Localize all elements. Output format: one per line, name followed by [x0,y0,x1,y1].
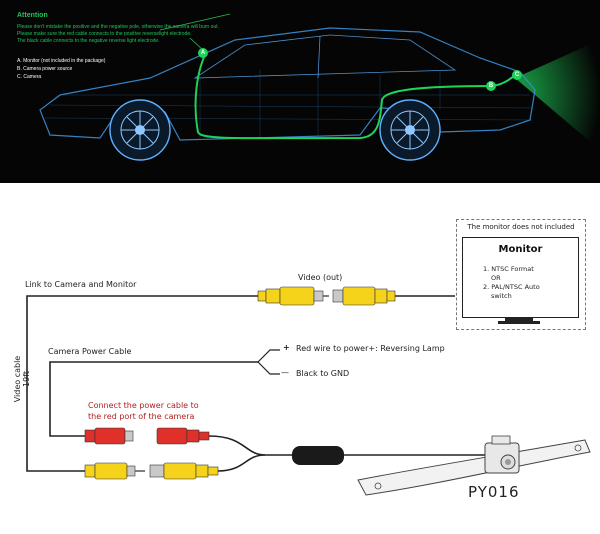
link-label: Link to Camera and Monitor [25,280,137,289]
car-illustration-panel: Attention Please don't mistake the posit… [0,0,600,183]
cable-junction-box [292,446,344,465]
video-cable-label: Video cable 19ft [13,355,31,403]
monitor-note: The monitor does not included [467,223,575,231]
power-cable [49,361,258,437]
license-plate-camera [357,435,591,496]
marker-b: B [486,81,496,91]
monitor-option-1: 1. NTSC Format [483,265,534,273]
connect-note-line-1: Connect the power cable to [88,401,199,410]
video-connector-female [332,286,396,306]
camera-beam [515,40,600,150]
yellow-video-plug-left [84,462,145,480]
monitor-option-2-cont: switch [491,292,512,300]
minus-sign: — [281,368,289,377]
connect-note-line-2: the red port of the camera [88,412,195,421]
marker-a: A [198,48,208,58]
power-cable-label: Camera Power Cable [48,347,132,356]
video-connector-male [257,286,329,306]
video-cable-19ft [26,295,258,472]
red-power-port-right [156,427,210,445]
monitor-title: Monitor [498,244,543,255]
marker-c: C [512,70,522,80]
car-wireframe [39,13,600,161]
attention-title: Attention [17,12,48,19]
wiring-diagram [26,286,591,496]
legend-item-c: C. Camera [17,74,42,80]
attention-line-3: The black cable connects to the negative… [17,38,160,44]
video-out-label: Video (out) [298,273,343,282]
rear-wheel [379,99,441,161]
monitor-screen: Monitor 1. NTSC Format OR 2. PAL/NTSC Au… [462,237,579,318]
black-wire-label: Black to GND [296,369,350,378]
legend-item-a: A. Monitor (not included in the package) [17,58,106,64]
monitor-option-2: 2. PAL/NTSC Auto [483,283,540,291]
legend-item-b: B. Camera power source [17,66,73,72]
front-wheel [109,99,171,161]
attention-line-1: Please don't mistake the positive and th… [17,24,219,30]
monitor-option-or: OR [491,274,501,282]
yellow-video-port-right [149,462,219,480]
plus-sign: + [283,343,290,352]
red-power-plug-left [84,427,134,445]
model-name: PY016 [468,483,520,501]
red-wire-label: Red wire to power+: Reversing Lamp [296,344,445,353]
monitor-stand [505,317,533,321]
monitor-box: The monitor does not included Monitor 1.… [456,219,586,330]
monitor-stand-base [498,321,540,324]
cable-route [194,54,517,140]
attention-line-2: Please make sure the red cable connects … [17,31,192,37]
